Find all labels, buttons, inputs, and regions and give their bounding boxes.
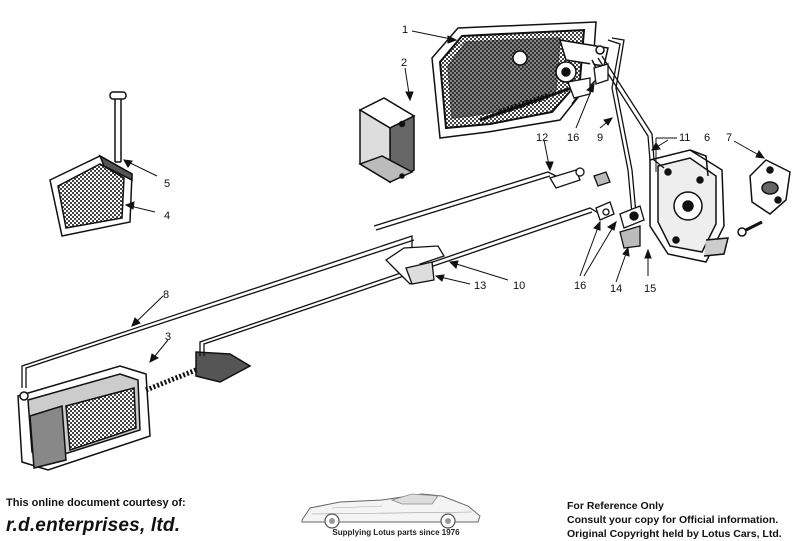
clips-and-fasteners: [384, 63, 645, 285]
inner-door-handle-part: [17, 351, 252, 471]
notice-line-2: Consult your copy for Official informati…: [567, 514, 779, 526]
callout-5: 5: [164, 178, 170, 190]
callout-12: 12: [536, 132, 548, 144]
notice-line-1: For Reference Only: [567, 500, 664, 512]
callout-11: 11: [679, 132, 690, 144]
callout-13: 13: [474, 280, 486, 292]
door-striker-part: [737, 159, 791, 237]
callout-2: 2: [401, 57, 407, 69]
reflector-handle-part: [49, 154, 133, 237]
courtesy-text: This online document courtesy of:: [6, 497, 186, 509]
callout-16-top: 16: [567, 132, 579, 144]
callout-leader-lines: [123, 30, 766, 363]
car-illustration-icon: [301, 493, 481, 529]
callout-15: 15: [644, 283, 656, 295]
notice-line-3: Original Copyright held by Lotus Cars, L…: [567, 528, 782, 540]
callout-4: 4: [164, 210, 170, 222]
car-logo: Supplying Lotus parts since 1976: [292, 490, 492, 540]
callout-8: 8: [163, 289, 169, 301]
tagline-text: Supplying Lotus parts since 1976: [332, 528, 460, 537]
callout-16-bottom: 16: [574, 280, 586, 292]
door-lock-mechanism-part: [649, 149, 729, 263]
courtesy-block: This online document courtesy of: r.d.en…: [6, 497, 266, 537]
handle-pin-part: [109, 91, 127, 163]
callout-3: 3: [165, 331, 171, 343]
brand-name: r.d.enterprises, ltd.: [6, 515, 181, 536]
callout-labels: 1 2 3 4 5 6 7 8 9 10 11 12 13 14 15 16 1…: [163, 24, 732, 343]
callout-6: 6: [704, 132, 710, 144]
callout-1: 1: [402, 24, 408, 36]
callout-10: 10: [513, 280, 525, 292]
callout-9: 9: [597, 132, 603, 144]
callout-7: 7: [726, 132, 732, 144]
copyright-notice: For Reference Only Consult your copy for…: [567, 499, 799, 541]
callout-14: 14: [610, 283, 622, 295]
mounting-bracket-part: [358, 97, 416, 184]
